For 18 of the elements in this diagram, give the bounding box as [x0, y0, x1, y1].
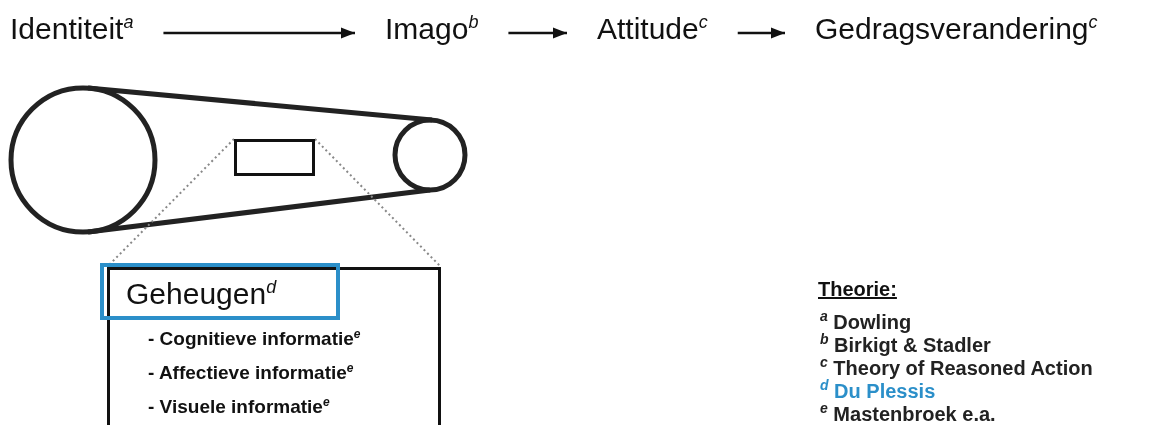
- zoom-line: [314, 138, 442, 268]
- flow-step-text: Gedragsverandering$^{c}$: [815, 12, 1098, 46]
- arrow: [508, 27, 567, 39]
- list-item-text: - Visuele informatie$^{e}$: [148, 395, 330, 419]
- flow-step-text: Imago$^{b}$: [385, 12, 479, 46]
- memory-box: [107, 267, 441, 425]
- reference-text: $^{e}$ Mastenbroek e.a.: [820, 399, 996, 425]
- legend-heading: Theorie:: [818, 278, 897, 301]
- list-item-text: - Cognitieve informatie$^{e}$: [148, 327, 361, 351]
- arrow: [737, 27, 785, 39]
- reference-text: $^{a}$ Dowling: [820, 307, 912, 333]
- list-item-text: - Affectieve informatie$^{e}$: [148, 361, 354, 385]
- heading-text: Geheugen$^{d}$: [126, 277, 277, 311]
- flow-step-text: Identiteit$^{a}$: [10, 12, 134, 46]
- memory-heading-box: [100, 263, 340, 320]
- arrow: [163, 27, 355, 39]
- belt-section-box: [234, 139, 315, 176]
- flow-step-text: Attitude$^{c}$: [597, 12, 708, 46]
